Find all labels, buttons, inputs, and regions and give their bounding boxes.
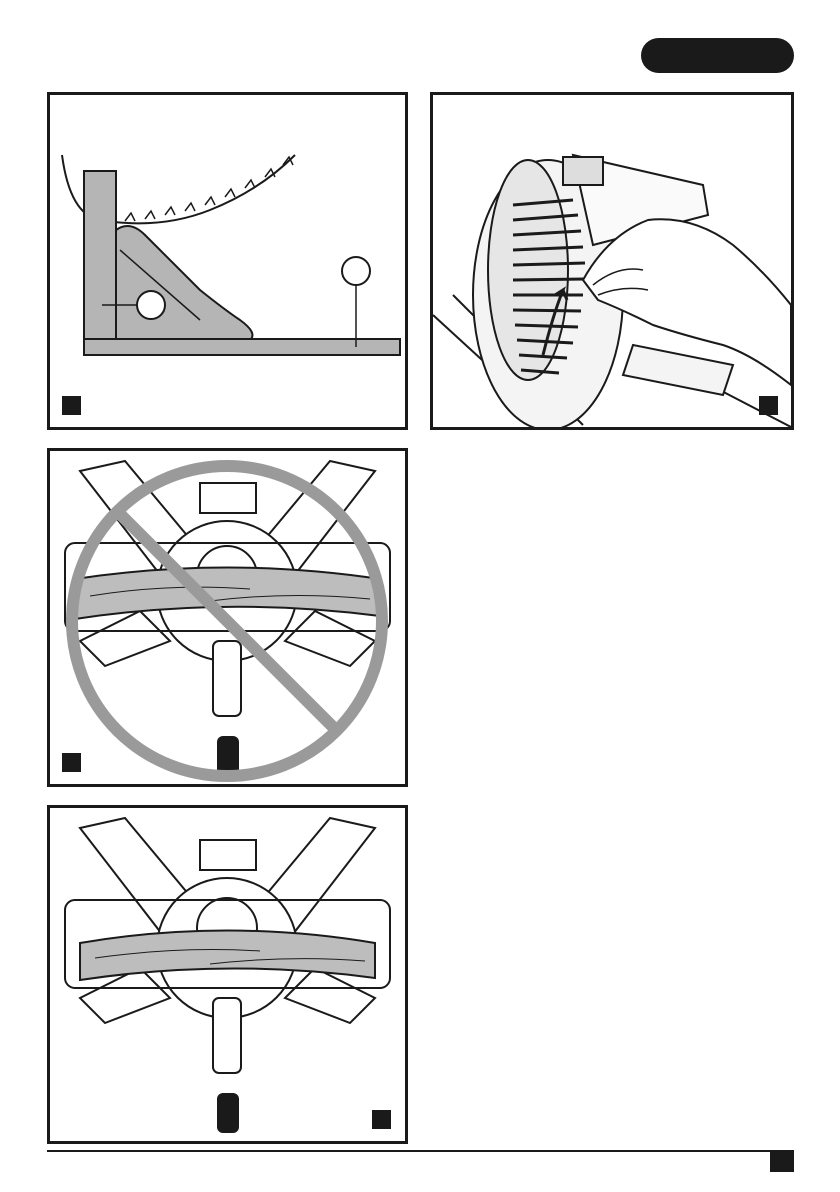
language-badge (641, 38, 794, 73)
figure-2-marker (759, 396, 778, 415)
figure-1-marker (62, 396, 81, 415)
figure-1-panel (47, 92, 408, 430)
footer-rule (47, 1150, 794, 1152)
hand-lifting-guard-illustration (433, 95, 791, 427)
correct-bowed-workpiece-diagram (50, 808, 405, 1141)
callout-circle-2 (342, 257, 370, 285)
figure-3-panel (47, 448, 408, 787)
callout-circle-1 (137, 291, 165, 319)
figure-4-marker (372, 1110, 391, 1129)
page-number-marker (770, 1150, 794, 1172)
figure-3-marker (62, 753, 81, 772)
figure-4-panel (47, 805, 408, 1144)
blade-guard-diagram (50, 95, 405, 427)
incorrect-bowed-workpiece-diagram (50, 451, 405, 784)
figure-2-panel (430, 92, 794, 430)
